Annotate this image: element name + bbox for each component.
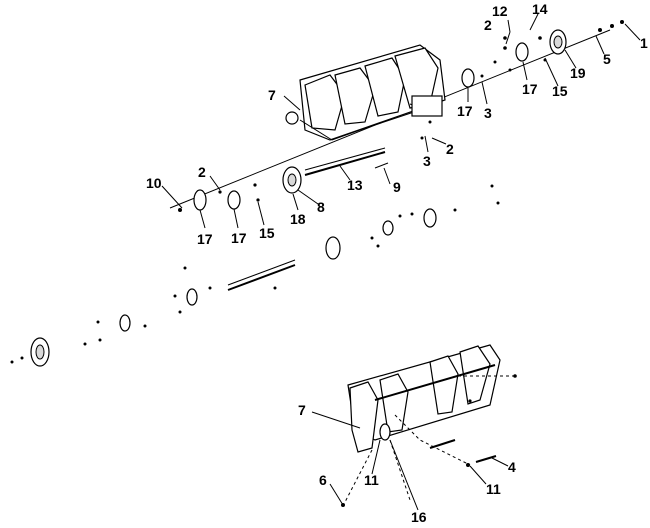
callout-7: 7 [268, 87, 276, 103]
lower-bracket-frame [347, 344, 517, 453]
callout-13: 13 [347, 177, 363, 193]
callout-12: 12 [492, 3, 508, 19]
callout-8: 8 [317, 199, 325, 215]
callout-10: 10 [146, 175, 162, 191]
callout-2: 2 [198, 164, 206, 180]
callout-15: 15 [552, 83, 568, 99]
callout-16: 16 [411, 509, 427, 525]
callout-9: 9 [393, 179, 401, 195]
callout-19: 19 [570, 65, 586, 81]
callout-1: 1 [640, 35, 648, 51]
middle-components [10, 184, 500, 367]
callout-3: 3 [484, 105, 492, 121]
callout-14: 14 [532, 1, 548, 17]
callout-18: 18 [290, 211, 306, 227]
leader-lines [161, 13, 641, 511]
callout-11: 11 [486, 481, 501, 497]
callout-2: 2 [484, 17, 492, 33]
callout-7: 7 [298, 402, 306, 418]
callout-17: 17 [522, 81, 538, 97]
callout-11: 11 [364, 472, 379, 488]
upper-right-components [420, 20, 624, 140]
callout-3: 3 [423, 153, 431, 169]
callout-4: 4 [508, 459, 516, 475]
callout-5: 5 [603, 51, 611, 67]
callout-17: 17 [231, 230, 247, 246]
callout-17: 17 [457, 103, 473, 119]
callout-2: 2 [446, 141, 454, 157]
callout-6: 6 [319, 472, 327, 488]
upper-bracket-frame [285, 44, 446, 141]
callout-17: 17 [197, 231, 213, 247]
callout-15: 15 [259, 225, 275, 241]
